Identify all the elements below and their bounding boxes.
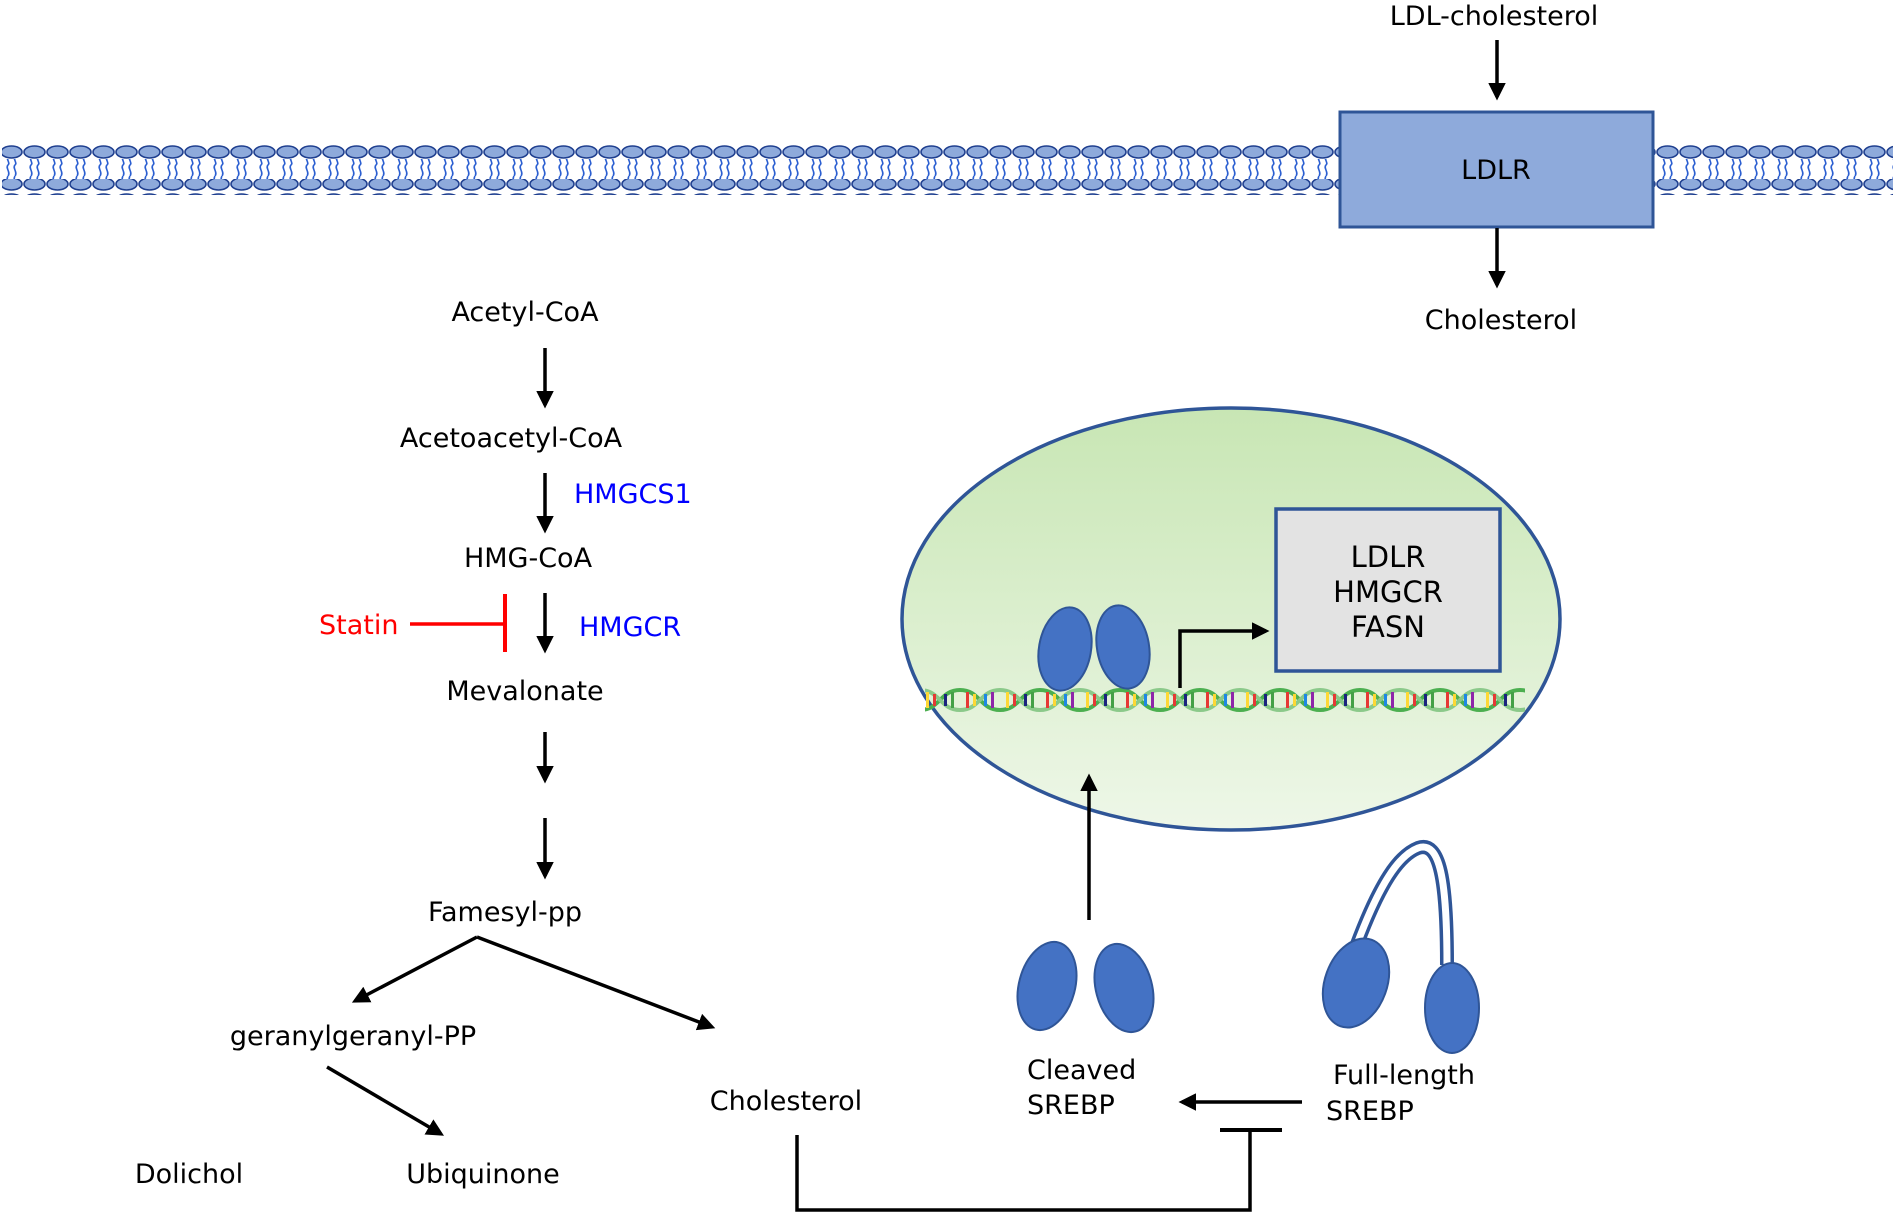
mevalonate-label: Mevalonate: [446, 676, 603, 707]
famesyl-pp-label: Famesyl-pp: [428, 897, 582, 928]
ldlr-receptor-label: LDLR: [1461, 155, 1531, 186]
acetyl-coa-label: Acetyl-CoA: [451, 297, 599, 328]
target-gene-hmgcr: HMGCR: [1333, 575, 1443, 609]
cholesterol-uptake-label: Cholesterol: [1425, 305, 1577, 336]
cleaved-srebp-label-line2: SREBP: [1027, 1090, 1115, 1121]
hmgcs1-enzyme-label: HMGCS1: [574, 479, 692, 510]
ldl-cholesterol-label: LDL-cholesterol: [1390, 1, 1599, 32]
geranylgeranyl-pp-label: geranylgeranyl-PP: [230, 1021, 476, 1052]
dolichol-label: Dolichol: [135, 1159, 243, 1190]
target-genes-box: [1274, 507, 1502, 673]
transcription-arrow: [1178, 622, 1270, 688]
branch-arrow-geranylgeranyl: [351, 935, 478, 1003]
ubiquinone-label: Ubiquinone: [406, 1159, 560, 1190]
cleaved-srebp-dimer: [1016, 940, 1155, 1034]
target-gene-fasn: FASN: [1351, 610, 1425, 644]
dna-helix: [925, 686, 1525, 726]
acetoacetyl-coa-label: Acetoacetyl-CoA: [400, 423, 623, 454]
full-length-srebp: [1321, 840, 1480, 1054]
cholesterol-feedback-line: [795, 1130, 1252, 1212]
statin-label: Statin: [319, 610, 398, 641]
hmg-coa-label: HMG-CoA: [464, 543, 593, 574]
srebp-dimer-bound-to-dna: [1037, 604, 1151, 692]
target-gene-ldlr: LDLR: [1351, 540, 1426, 574]
ldlr-receptor-box: [1338, 110, 1655, 229]
cell-membrane: [2, 143, 1893, 195]
cleaved-srebp-label-line1: Cleaved: [1027, 1055, 1136, 1086]
hmgcr-enzyme-label: HMGCR: [579, 612, 681, 643]
branch-arrow-ubiquinone: [326, 1065, 445, 1136]
full-length-srebp-label-line2: SREBP: [1326, 1096, 1414, 1127]
cholesterol-label: Cholesterol: [710, 1086, 862, 1117]
full-length-srebp-label-line1: Full-length: [1333, 1060, 1475, 1091]
branch-arrow-cholesterol: [476, 935, 716, 1031]
